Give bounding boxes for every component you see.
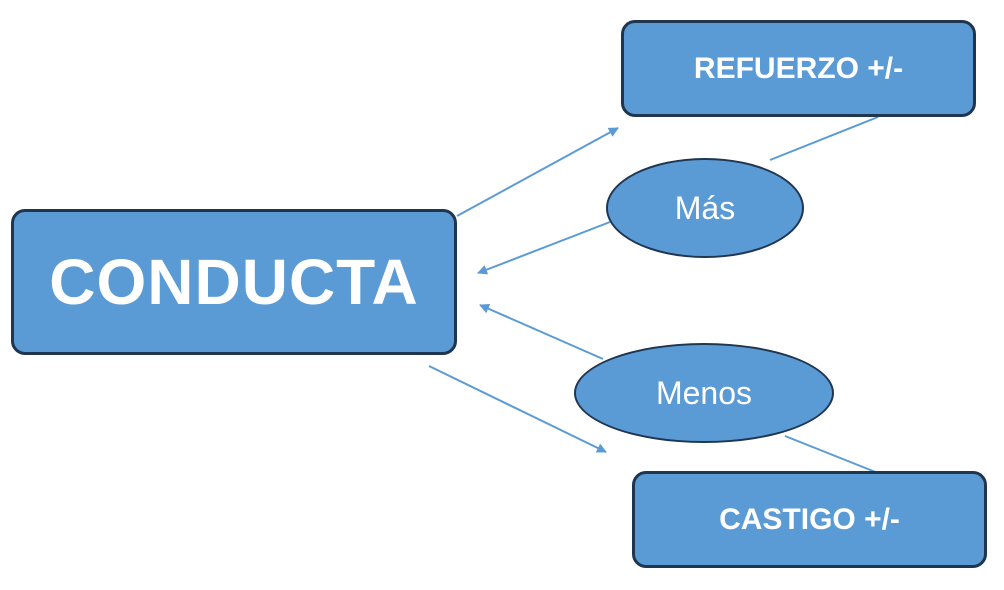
arrow-conducta-to-castigo	[428, 365, 607, 453]
ellipse-menos-label: Menos	[655, 374, 753, 411]
node-castigo: CASTIGO +/-	[632, 471, 987, 568]
connector-menos-to-castigo	[784, 435, 879, 474]
arrow-menos-to-conducta	[479, 304, 604, 360]
ellipse-mas-label: Más	[674, 189, 736, 226]
node-conducta: CONDUCTA	[11, 209, 457, 355]
arrow-mas-to-conducta	[477, 221, 611, 275]
node-conducta-label: CONDUCTA	[49, 246, 419, 318]
ellipse-menos: Menos	[574, 343, 834, 443]
connector-refuerzo-to-mas	[769, 116, 879, 161]
arrow-conducta-to-refuerzo	[456, 127, 619, 217]
ellipse-mas: Más	[606, 158, 804, 258]
node-castigo-label: CASTIGO +/-	[719, 502, 900, 536]
node-refuerzo-label: REFUERZO +/-	[693, 51, 904, 85]
node-refuerzo: REFUERZO +/-	[621, 20, 976, 117]
